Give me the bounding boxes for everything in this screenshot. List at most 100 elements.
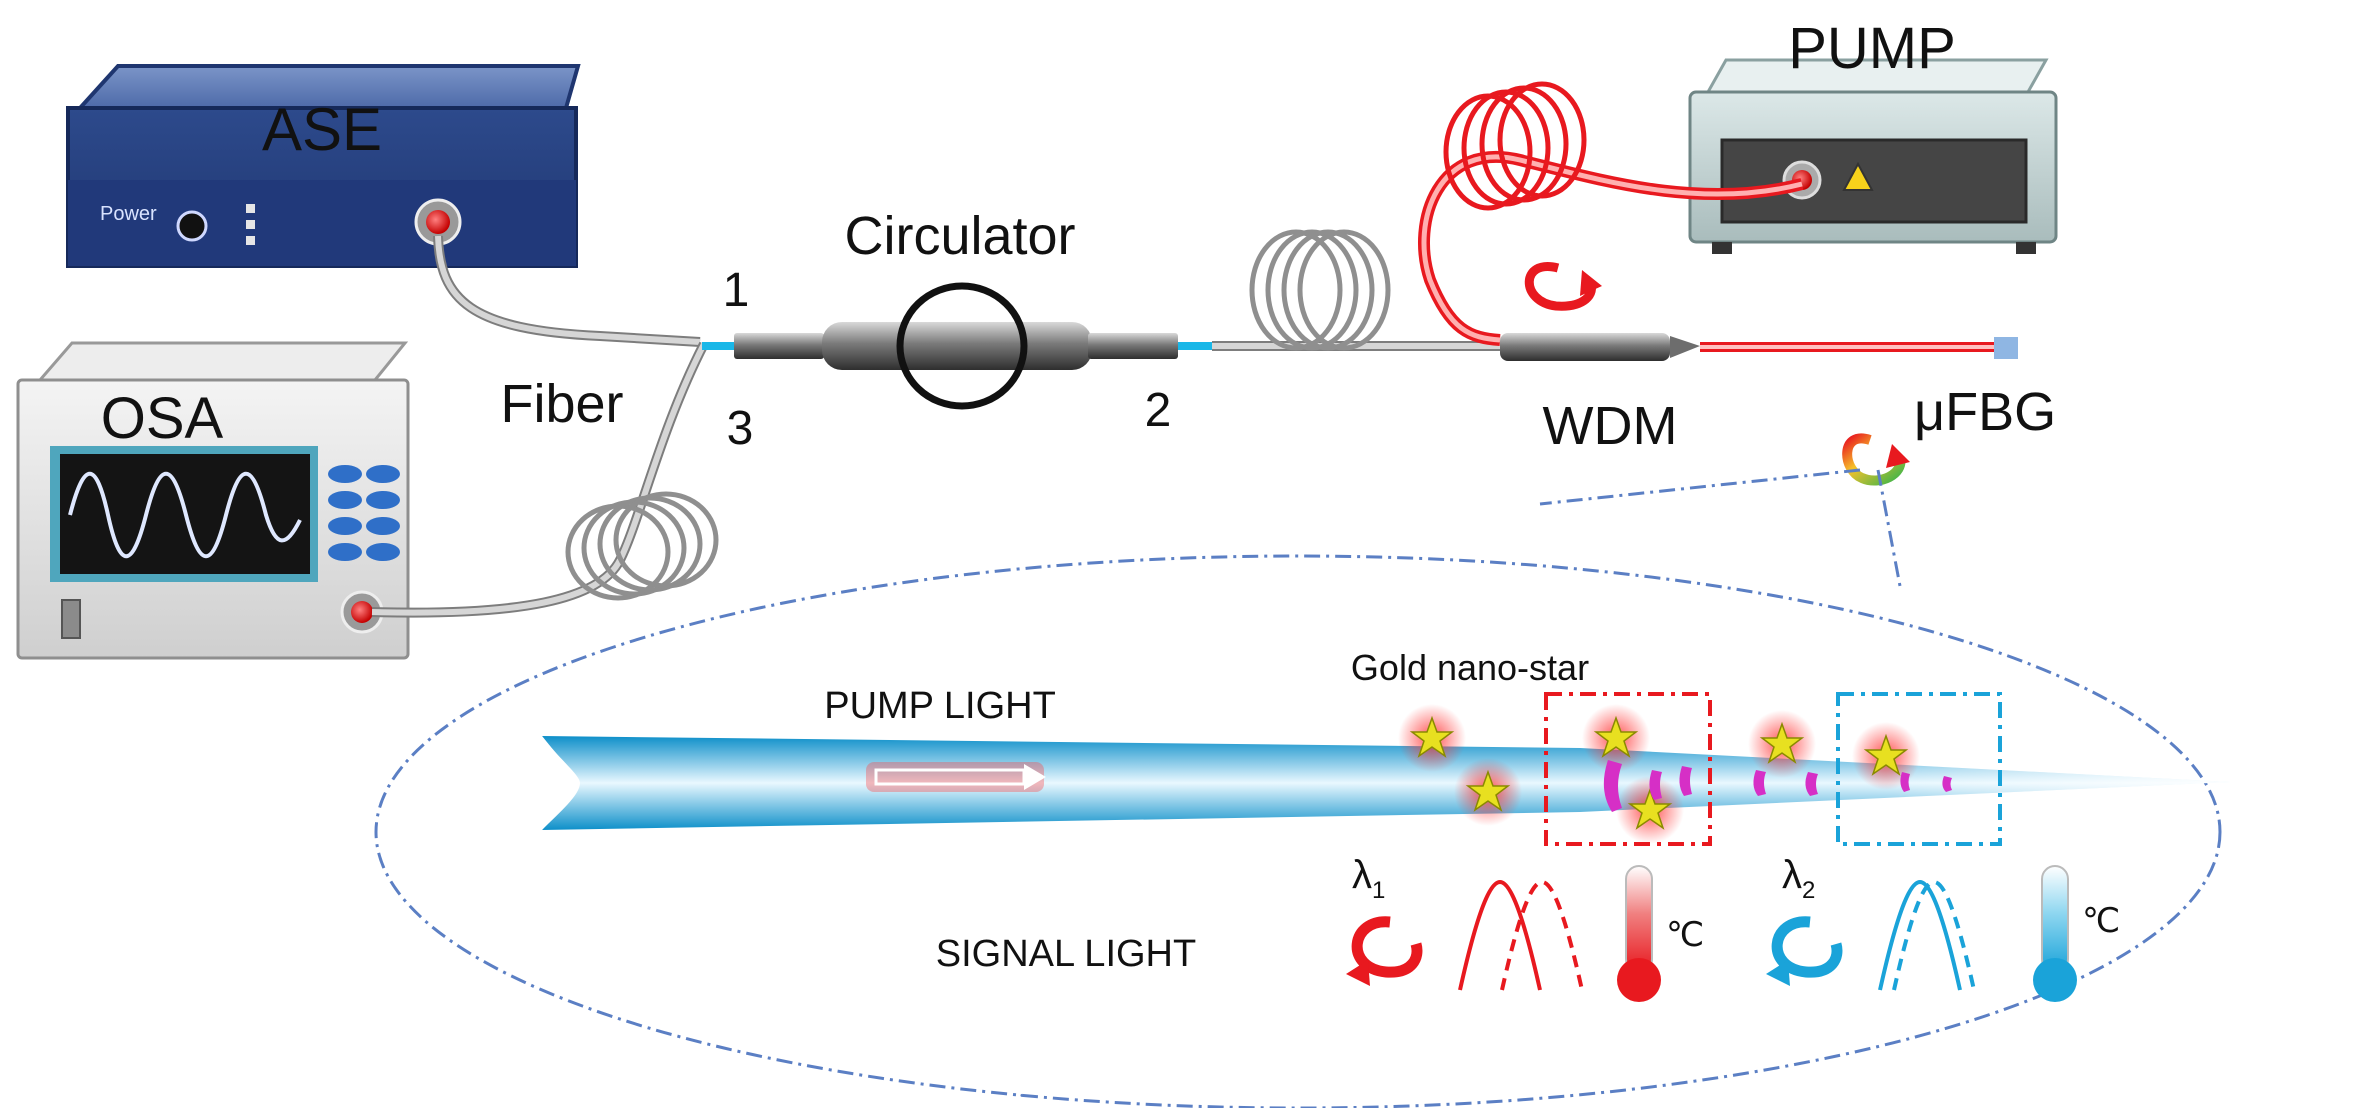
fiber-network (371, 81, 2018, 618)
pump-front-window (1720, 138, 2028, 224)
osa-key[interactable] (366, 543, 400, 561)
grating-mark (1679, 766, 1692, 796)
spectrum-peak-red-solid (1458, 879, 1542, 991)
circulator (734, 282, 1178, 410)
wdm-taper (1670, 336, 1700, 358)
ase-output-led-icon (426, 210, 450, 234)
nanostar-icon (1398, 704, 1466, 772)
circulator-right-sleeve (1088, 333, 1178, 359)
osa-key[interactable] (366, 517, 400, 535)
pump-fiber-coil (1443, 81, 1587, 211)
lambda2-symbol: λ2 (1782, 853, 1815, 904)
osa-spectrum-trace (68, 471, 302, 559)
tapered-fiber (542, 736, 2230, 830)
grating-mark (1603, 760, 1622, 812)
pump-reflection-arrow-icon (1524, 262, 1596, 311)
osa-key[interactable] (328, 491, 362, 509)
fiber-tip-fade (542, 736, 2230, 830)
gold-nanostar-label: Gold nano-star (1351, 647, 1589, 688)
osa-keypad (328, 465, 400, 561)
osa-fiber-coil (565, 491, 719, 601)
ufbg-label: μFBG (1914, 382, 2056, 442)
lambda2-group: λ2 ℃ (1766, 853, 2120, 1002)
pump-light-arrow (866, 762, 1046, 792)
callout-line-left (1539, 468, 1861, 506)
arrow-head (1346, 960, 1370, 986)
temp-unit-cold: ℃ (2082, 902, 2120, 940)
osa-key[interactable] (366, 465, 400, 483)
grating-marks (1603, 760, 1952, 812)
inset-callout (374, 468, 2222, 1108)
pump-light-label: PUMP LIGHT (824, 685, 1056, 727)
thermometer-cold-icon (2033, 865, 2077, 1002)
spectrum-peak-red-shifted (1500, 879, 1584, 991)
lambda1-symbol: λ1 (1352, 853, 1385, 904)
arrow-head (1886, 444, 1910, 468)
pump-label: PUMP (1788, 16, 1956, 81)
pump-laser: PUMP (1688, 16, 2058, 254)
laser-warning-icon (1842, 161, 1874, 191)
wavelength-shift-arrow-icon (1842, 433, 1906, 486)
circulator-ring-icon (896, 282, 1028, 410)
osa-key[interactable] (328, 517, 362, 535)
osa-switch[interactable] (61, 599, 81, 639)
circulator-label: Circulator (844, 206, 1075, 266)
ase-indicator-led (246, 220, 255, 229)
port2-fiber-coil (1249, 229, 1391, 351)
nanostar-icon (1616, 776, 1684, 844)
grating-mark (1649, 770, 1662, 800)
osa-top-face (36, 341, 409, 382)
nanostar-icon (1852, 722, 1920, 790)
power-knob-icon[interactable] (176, 210, 208, 242)
port-1-label: 1 (723, 264, 750, 317)
spectrum-peak-blue-solid (1878, 879, 1962, 991)
pump-arrow-glow (866, 762, 1044, 792)
reflection-arrow-red-icon (1351, 916, 1423, 978)
ase-label: ASE (262, 96, 382, 163)
temp-unit-hot: ℃ (1666, 916, 1704, 954)
osa-label: OSA (101, 386, 224, 451)
ase-lower-panel (68, 180, 576, 266)
lambda1-group: λ1 ℃ (1346, 853, 1704, 1002)
grating-mark (1942, 776, 1952, 792)
heated-region-box (1544, 692, 1712, 846)
circulator-core (924, 322, 1000, 370)
spectrum-peak-blue-shifted (1892, 879, 1976, 991)
grating-mark (1900, 772, 1910, 792)
ase-power-label: Power (100, 203, 157, 225)
ase-indicator-led (246, 204, 255, 213)
osa-key[interactable] (328, 465, 362, 483)
osa-key[interactable] (328, 543, 362, 561)
reflection-arrow-blue-icon (1771, 916, 1843, 978)
signal-light-label: SIGNAL LIGHT (936, 933, 1196, 975)
thermometer-hot-icon (1617, 865, 1661, 1002)
ase-fiber-core (435, 235, 701, 345)
grating-mark (1805, 772, 1818, 796)
nanostar-icon (1582, 704, 1650, 772)
osa-key[interactable] (366, 491, 400, 509)
gold-nanostars (1398, 704, 1920, 844)
callout-line-right (1876, 469, 1902, 587)
reference-region-box (1836, 692, 2002, 846)
inset-boundary (374, 554, 2222, 1108)
wdm-body (1500, 333, 1670, 361)
port-2-label: 2 (1145, 384, 1172, 437)
fiber-end-cap (1994, 337, 2018, 359)
pump-arrow-head (1024, 764, 1046, 790)
arrow-head (1580, 270, 1602, 296)
osa-input-led-icon (351, 601, 373, 623)
pump-foot (2016, 242, 2036, 254)
arrow-head (1766, 960, 1790, 986)
pump-foot (1712, 242, 1732, 254)
ase-indicator-led (246, 236, 255, 245)
fiber-label: Fiber (500, 374, 623, 434)
nanostar-icon (1454, 758, 1522, 826)
fiber-cleave-face (542, 736, 580, 830)
circulator-left-sleeve (734, 333, 824, 359)
port-3-label: 3 (727, 402, 754, 455)
wdm-label: WDM (1543, 396, 1678, 456)
nanostar-icon (1748, 710, 1816, 778)
ase-source: ASE Power (66, 64, 581, 268)
grating-mark (1753, 770, 1766, 796)
